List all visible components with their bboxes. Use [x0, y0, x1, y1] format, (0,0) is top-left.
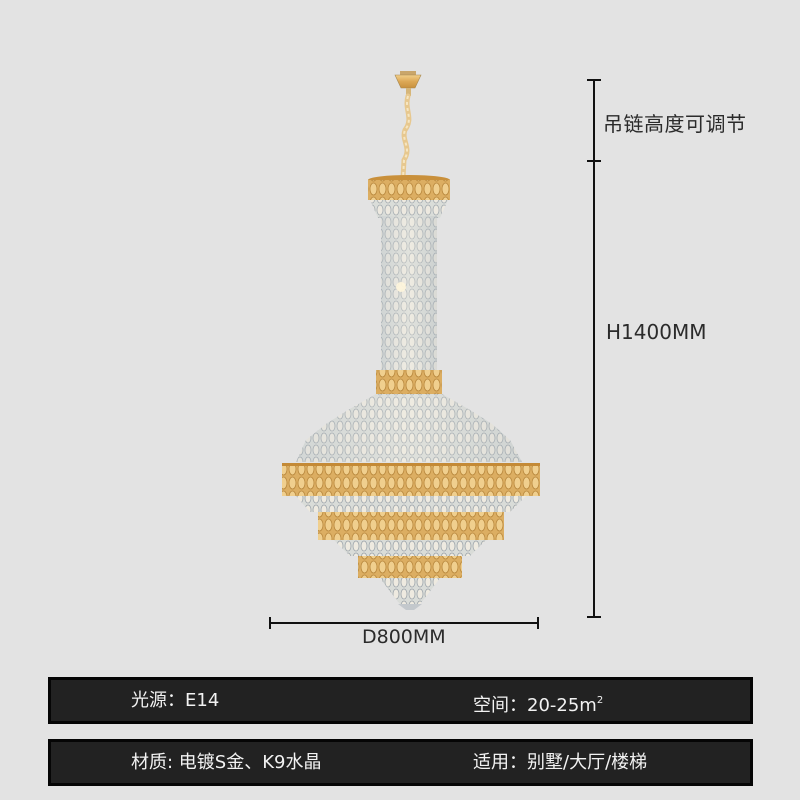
spec-light-source: 光源：E14 [131, 680, 219, 721]
height-label: H1400MM [606, 320, 707, 344]
height-dimension-bottom-cap [587, 616, 601, 618]
spec-material: 材质: 电镀S金、K9水晶 [131, 742, 321, 783]
spec-value: 20-25m [527, 695, 597, 716]
diameter-dimension-left-cap [269, 617, 271, 629]
spec-value: 别墅/大厅/楼梯 [527, 752, 648, 773]
spec-application: 适用：别墅/大厅/楼梯 [473, 742, 647, 783]
spec-bar-light-space: 光源：E14 空间：20-25m2 [48, 677, 753, 724]
spec-space: 空间：20-25m2 [473, 680, 603, 721]
spec-label: 材质: [131, 752, 179, 773]
spec-value: E14 [185, 690, 220, 711]
spec-label: 适用： [473, 752, 527, 773]
height-dimension-line [593, 79, 595, 617]
chain-adjustable-label: 吊链高度可调节 [603, 112, 747, 136]
height-dimension-top-cap [587, 79, 601, 81]
spec-superscript: 2 [596, 695, 604, 706]
chain [400, 93, 412, 181]
spec-label: 空间： [473, 695, 527, 716]
spec-label: 光源： [131, 690, 185, 711]
spec-bar-material-usage: 材质: 电镀S金、K9水晶 适用：别墅/大厅/楼梯 [48, 739, 753, 786]
diameter-dimension-right-cap [537, 617, 539, 629]
diameter-dimension-line [269, 622, 538, 624]
spec-value: 电镀S金、K9水晶 [178, 752, 322, 773]
chain-dimension-tick [587, 160, 601, 162]
ceiling-canopy [394, 71, 422, 96]
diameter-label: D800MM [362, 626, 446, 648]
